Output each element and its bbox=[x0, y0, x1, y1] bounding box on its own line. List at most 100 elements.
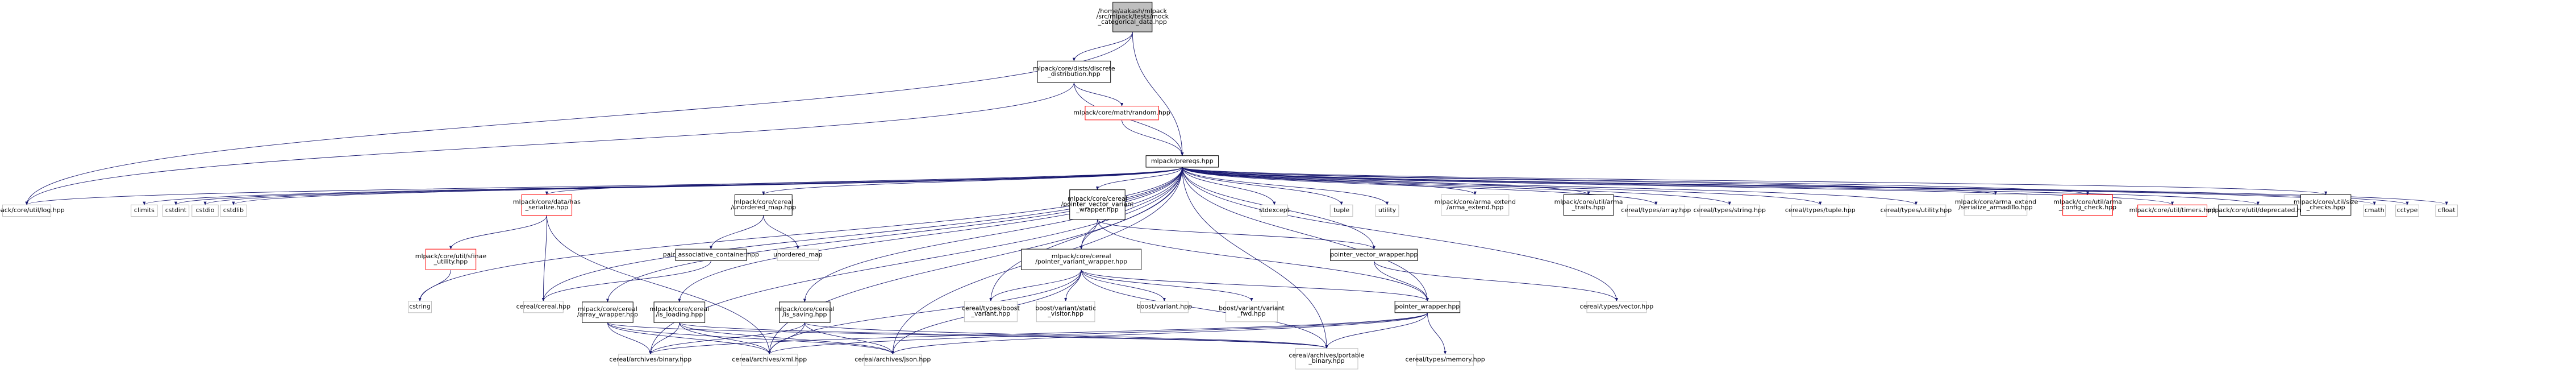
node-cstdlib: cstdlib bbox=[220, 204, 247, 217]
node-box bbox=[131, 204, 158, 217]
node-box bbox=[779, 301, 831, 323]
edge-prereqs-to-cstring bbox=[418, 167, 1183, 302]
node-unordered-map-hpp[interactable]: mlpack/core/cereal/unordered_map.hpp bbox=[731, 194, 796, 216]
edge-pointer_vector_wrapper-to-types_vector bbox=[1373, 260, 1618, 302]
node-box bbox=[521, 194, 573, 216]
node-unordered-map: unordered_map bbox=[773, 249, 823, 261]
node-pointer-wrapper[interactable]: pointer_wrapper.hpp bbox=[1394, 301, 1461, 313]
node-label: cereal/archives/binary.hpp bbox=[609, 356, 691, 363]
node-serialize-armadillo: mlpack/core/arma_extend/serialize_armadi… bbox=[1955, 194, 2036, 216]
node-label: boost/variant/variant bbox=[1219, 305, 1285, 312]
edge-discrete_distribution-to-log bbox=[25, 82, 1074, 205]
edge-prereqs-to-deprecated bbox=[1182, 167, 2260, 205]
edge-pointer_variant-to-pointer_wrapper bbox=[1097, 219, 1429, 302]
node-types-array: cereal/types/array.hpp bbox=[1621, 204, 1691, 217]
edge-array_wrapper-to-archives_xml bbox=[607, 322, 771, 355]
node-arma-traits[interactable]: mlpack/core/util/arma_traits.hpp bbox=[1554, 194, 1623, 216]
node-box bbox=[618, 354, 683, 366]
node-layer: /home/aakash/mlpack/src/mlpack/tests/moc… bbox=[0, 2, 2458, 370]
node-label: pointer_wrapper.hpp bbox=[1395, 303, 1460, 310]
edge-prereqs-to-cctype bbox=[1182, 167, 2409, 205]
node-types-tuple: cereal/types/tuple.hpp bbox=[1785, 204, 1856, 217]
edge-array_wrapper-to-archives_json bbox=[607, 322, 894, 355]
node-label: /arma_extend.hpp bbox=[1447, 204, 1503, 211]
node-is-saving[interactable]: mlpack/core/cereal/is_saving.hpp bbox=[775, 301, 835, 323]
node-label: _traits.hpp bbox=[1572, 204, 1606, 211]
node-cmath: cmath bbox=[2363, 204, 2386, 217]
edge-prereqs-to-types_array bbox=[1182, 167, 1658, 205]
node-label: /pointer_vector_variant bbox=[1061, 200, 1134, 208]
edge-sfinae_utility-to-cstring bbox=[418, 270, 451, 302]
edge-root-to-prereqs bbox=[1132, 32, 1184, 156]
node-label: mlpack/core/util/deprecated.hpp bbox=[2207, 206, 2309, 214]
edge-has_serialize-to-archives_xml bbox=[546, 215, 771, 355]
node-archives-json: cereal/archives/json.hpp bbox=[855, 354, 931, 366]
node-label: cereal/types/utility.hpp bbox=[1881, 206, 1952, 214]
edge-prereqs-to-cstdio bbox=[203, 167, 1183, 205]
edge-is_loading-to-archives_binary bbox=[649, 322, 680, 355]
node-box bbox=[1699, 204, 1760, 217]
node-stdexcept: stdexcept bbox=[1259, 204, 1290, 217]
node-random[interactable]: mlpack/core/math/random.hpp bbox=[1073, 106, 1170, 121]
node-box bbox=[1140, 301, 1189, 313]
node-label: /is_saving.hpp bbox=[782, 311, 827, 318]
node-prereqs[interactable]: mlpack/prereqs.hpp bbox=[1145, 155, 1219, 168]
edge-pointer_wrapper-to-archives_xml bbox=[768, 312, 1428, 355]
edge-pointer_variant_wrapper-to-variant_hpp bbox=[1081, 270, 1166, 302]
node-pointer-variant-wrapper[interactable]: mlpack/core/cereal/pointer_variant_wrapp… bbox=[1021, 249, 1142, 270]
node-label: cstdio bbox=[196, 206, 215, 214]
node-pointer-vector-wrapper[interactable]: pointer_vector_wrapper.hpp bbox=[1330, 249, 1418, 261]
node-label: mlpack/core/cereal bbox=[733, 198, 793, 205]
node-label: mlpack/core/cereal bbox=[1052, 252, 1111, 260]
edge-prereqs-to-cstdint bbox=[174, 167, 1183, 205]
node-types-memory: cereal/types/memory.hpp bbox=[1405, 354, 1485, 366]
node-label: mlpack/prereqs.hpp bbox=[1151, 158, 1214, 165]
node-deprecated[interactable]: mlpack/core/util/deprecated.hpp bbox=[2207, 204, 2309, 217]
node-cstring: cstring bbox=[408, 301, 432, 313]
node-tuple: tuple bbox=[1329, 204, 1353, 217]
node-timers[interactable]: mlpack/core/util/timers.hpp bbox=[2129, 204, 2216, 217]
node-is-loading[interactable]: mlpack/core/cereal/is_loading.hpp bbox=[649, 301, 709, 323]
node-cctype: cctype bbox=[2395, 204, 2419, 217]
node-box bbox=[741, 354, 798, 366]
node-sfinae-utility[interactable]: mlpack/core/util/sfinae_utility.hpp bbox=[415, 249, 487, 270]
node-label: mlpack/core/util/timers.hpp bbox=[2129, 206, 2216, 214]
node-size-checks[interactable]: mlpack/core/util/size_checks.hpp bbox=[2294, 194, 2358, 216]
node-box bbox=[2300, 194, 2352, 216]
edge-prereqs-to-cfloat bbox=[1182, 167, 2448, 205]
node-pointer-variant[interactable]: mlpack/core/cereal/pointer_vector_varian… bbox=[1061, 189, 1134, 220]
node-box bbox=[1260, 204, 1288, 217]
node-cstdio: cstdio bbox=[191, 204, 219, 217]
node-label: mlpack/core/cereal bbox=[649, 305, 709, 313]
node-box bbox=[1416, 354, 1474, 366]
node-label: cereal/archives/portable bbox=[1289, 352, 1365, 359]
node-label: _variant.hpp bbox=[970, 310, 1010, 317]
node-array-wrapper[interactable]: mlpack/core/cereal/array_wrapper.hpp bbox=[577, 301, 638, 323]
node-arma-config-check[interactable]: mlpack/core/util/arma_config_check.hpp bbox=[2053, 194, 2122, 216]
node-label: _wrapper.hpp bbox=[1076, 206, 1118, 213]
node-has-serialize[interactable]: mlpack/core/data/has_serialize.hpp bbox=[513, 194, 581, 216]
node-cereal-hpp: cereal/cereal.hpp bbox=[516, 301, 570, 313]
node-box bbox=[1112, 2, 1153, 32]
node-box bbox=[408, 301, 432, 313]
edge-array_wrapper-to-archives_binary bbox=[607, 322, 652, 355]
node-root[interactable]: /home/aakash/mlpack/src/mlpack/tests/moc… bbox=[1097, 2, 1169, 32]
node-box bbox=[2137, 204, 2208, 217]
node-box bbox=[1037, 60, 1111, 83]
edge-pointer_wrapper-to-archives_binary bbox=[649, 312, 1428, 355]
node-label: pointer_vector_wrapper.hpp bbox=[1330, 251, 1418, 258]
node-discrete-distribution[interactable]: mlpack/core/dists/discrete_distribution.… bbox=[1033, 60, 1115, 83]
node-label: cstdlib bbox=[223, 206, 244, 214]
node-pair-associative[interactable]: pair_associative_container.hpp bbox=[663, 249, 759, 261]
node-label: /serialize_armadillo.hpp bbox=[1958, 204, 2032, 211]
node-label: cereal/types/vector.hpp bbox=[1580, 303, 1654, 310]
node-label: _categorical_data.hpp bbox=[1098, 18, 1167, 26]
edge-prereqs-to-array_wrapper bbox=[606, 167, 1183, 303]
node-box bbox=[2062, 194, 2113, 216]
node-label: mlpack/core/util/size bbox=[2294, 198, 2358, 205]
edge-pointer_variant_wrapper-to-archives_xml bbox=[768, 270, 1082, 355]
node-label: cfloat bbox=[2438, 206, 2456, 214]
node-label: mlpack/core/cereal bbox=[1068, 195, 1127, 202]
edge-pointer_wrapper-to-portable_binary bbox=[1325, 312, 1428, 349]
edge-prereqs-to-types_tuple bbox=[1182, 167, 1822, 205]
